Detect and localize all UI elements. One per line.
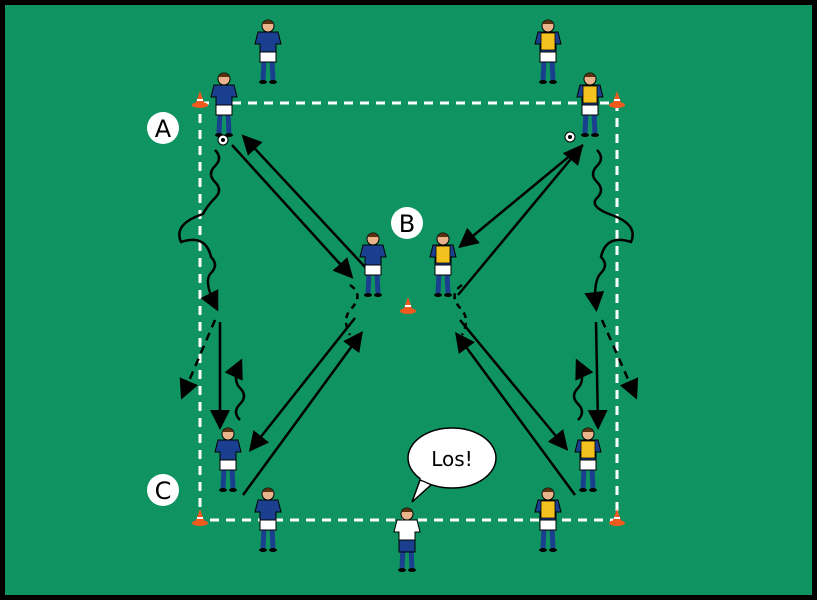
cones bbox=[192, 91, 625, 526]
cone bbox=[192, 91, 208, 108]
label-a-text: A bbox=[155, 115, 172, 143]
player-yellow-top bbox=[534, 19, 562, 84]
player-b-yellow bbox=[429, 232, 457, 297]
pass-arrow bbox=[457, 144, 584, 296]
pass-arrow bbox=[241, 330, 363, 496]
cone bbox=[400, 297, 416, 314]
pass-arrow bbox=[459, 319, 569, 451]
pass-arrow bbox=[231, 144, 354, 279]
label-a: A bbox=[147, 112, 179, 144]
cone bbox=[609, 91, 625, 108]
curved-run bbox=[453, 283, 468, 336]
player-b-blue bbox=[359, 232, 387, 297]
cone bbox=[609, 509, 625, 526]
player-a-blue bbox=[210, 72, 238, 137]
pass-arrow bbox=[248, 317, 356, 452]
label-b: B bbox=[391, 207, 423, 239]
player-yellow-bottomright bbox=[574, 427, 602, 492]
player-c-blue bbox=[214, 427, 242, 492]
label-c: C bbox=[147, 474, 179, 506]
pass-arrow bbox=[455, 331, 577, 496]
movement-arrows bbox=[178, 134, 639, 496]
player-blue-bottom bbox=[254, 487, 282, 552]
ball bbox=[564, 131, 576, 143]
coach bbox=[393, 507, 421, 572]
label-c-text: C bbox=[155, 477, 172, 505]
player-blue-top bbox=[254, 19, 282, 84]
player-yellow-topright bbox=[576, 72, 604, 137]
speech-text: Los! bbox=[431, 447, 472, 471]
pass-arrow bbox=[241, 134, 367, 269]
dribble-arrow bbox=[178, 149, 221, 312]
dribble-arrow bbox=[572, 358, 594, 421]
label-b-text: B bbox=[399, 210, 415, 238]
ball bbox=[217, 134, 229, 146]
cone bbox=[192, 509, 208, 526]
player-yellow-bottom bbox=[534, 487, 562, 552]
dribble-arrow bbox=[584, 149, 634, 312]
players bbox=[210, 19, 604, 572]
dribble-arrow bbox=[224, 358, 246, 421]
run-arrow bbox=[587, 321, 608, 430]
speech-bubble: Los! bbox=[407, 427, 497, 503]
curved-run bbox=[344, 283, 359, 336]
